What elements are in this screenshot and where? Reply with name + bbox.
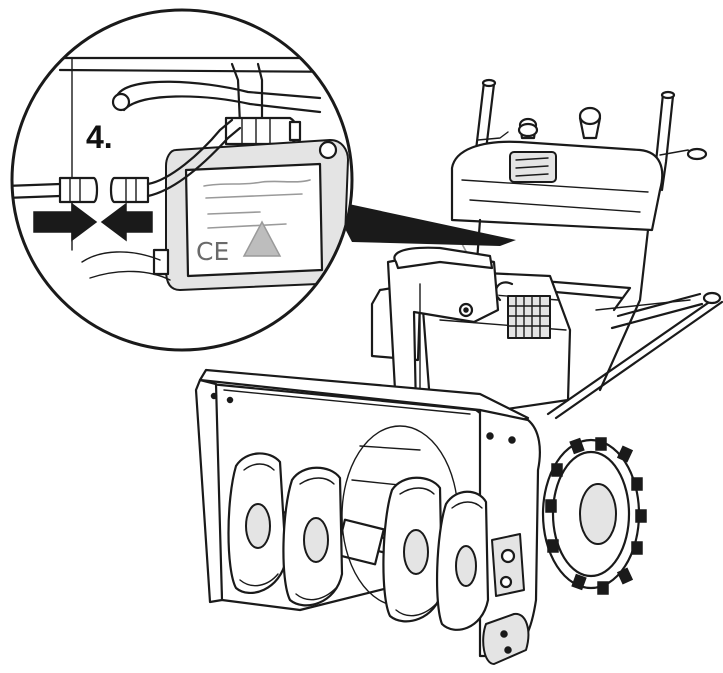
control-panel (450, 140, 664, 232)
cable-socket-right (109, 176, 150, 204)
step-number: 4. (86, 119, 113, 155)
cable-plug-left (58, 176, 99, 204)
module-mount-tab (152, 248, 170, 276)
skid-shoe (482, 612, 530, 665)
right-wheel (541, 437, 647, 595)
callout-pointer (330, 200, 516, 246)
arrow-left-icon (100, 202, 153, 242)
auger-blades (227, 452, 490, 631)
arrow-right-icon (33, 202, 98, 242)
ce-marking: CE (196, 237, 229, 266)
detail-callout-border (10, 8, 354, 352)
rating-label (184, 162, 324, 278)
tire-tread (545, 437, 647, 595)
detail-callout: CE 4. (10, 8, 354, 352)
connector-block (507, 295, 551, 339)
side-bearing-plate (491, 533, 525, 597)
warning-triangle-icon (242, 220, 282, 257)
